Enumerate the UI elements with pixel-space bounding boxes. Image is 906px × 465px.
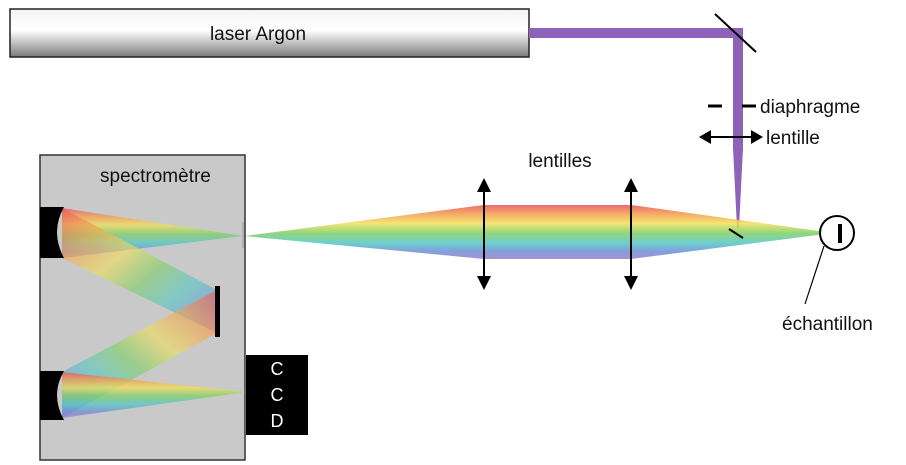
sample: échantillon xyxy=(782,215,873,335)
diaphragm-label: diaphragme xyxy=(760,97,860,118)
laser-body xyxy=(9,8,530,58)
diffraction-grating xyxy=(215,286,220,337)
lenses-label: lentilles xyxy=(528,151,591,172)
lens-2-arrow-bottom xyxy=(624,276,638,290)
lens-small-arrow-left xyxy=(699,130,711,144)
ccd-detector: C C D xyxy=(246,355,308,435)
lens-1-arrow-top xyxy=(477,178,491,192)
sample-pointer xyxy=(804,245,825,305)
mirror-small xyxy=(728,228,744,239)
lens-2-arrow-top xyxy=(624,178,638,192)
beam-mirror2-to-ccd xyxy=(62,372,246,418)
lenses: lentilles xyxy=(477,151,638,290)
mirror-top xyxy=(714,13,757,53)
sample-label: échantillon xyxy=(782,314,873,335)
laser-argon: laser Argon xyxy=(9,8,530,58)
lens-small: lentille xyxy=(699,128,820,149)
diaphragm: diaphragme xyxy=(708,97,860,118)
ccd-letter-2: C xyxy=(271,385,284,405)
laser-label: laser Argon xyxy=(210,24,306,45)
spectrometer: spectromètre xyxy=(39,154,246,461)
lens-small-arrow-right xyxy=(751,130,763,144)
ccd-letter-1: C xyxy=(271,359,284,379)
ccd-box xyxy=(246,355,308,435)
concave-mirror-bottom xyxy=(40,371,64,420)
sample-holder xyxy=(819,215,855,251)
laser-beam xyxy=(529,28,743,228)
concave-mirror-top xyxy=(40,207,64,258)
ccd-letter-3: D xyxy=(271,411,284,431)
beam-mirror1-to-grating xyxy=(62,208,217,333)
spectrometer-label: spectromètre xyxy=(100,166,211,187)
scattered-light-beam xyxy=(244,205,833,259)
lens-label: lentille xyxy=(766,128,820,149)
laser-beam-focus xyxy=(733,148,743,228)
lens-1-arrow-bottom xyxy=(477,276,491,290)
beam-slit-to-lens1 xyxy=(244,205,484,259)
sample-piece xyxy=(838,224,842,243)
beam-between-lenses xyxy=(484,205,631,259)
